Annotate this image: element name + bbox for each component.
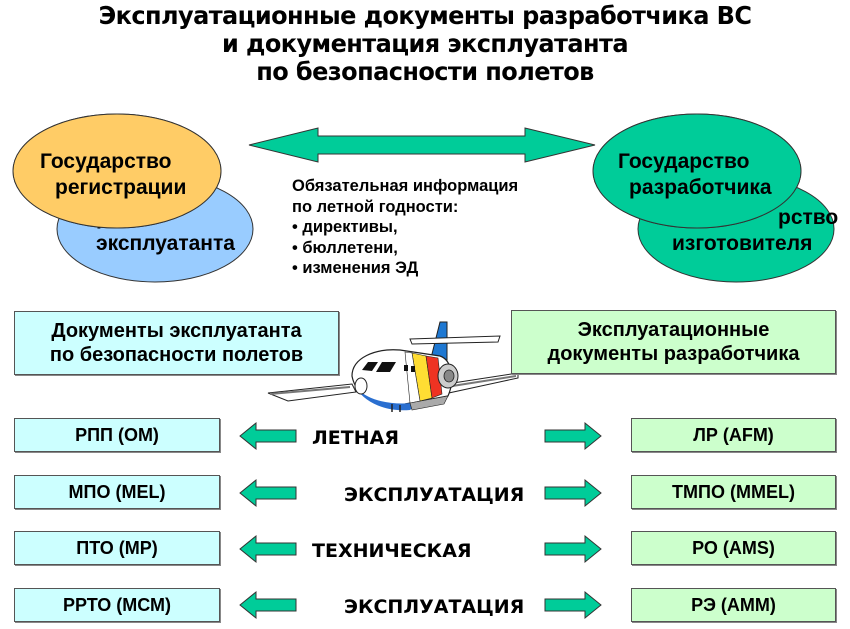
- operator-docs-line2: по безопасности полетов: [49, 344, 304, 366]
- airplane-icon: [267, 321, 519, 412]
- arrow-left-icon: [239, 421, 297, 451]
- operator-doc-mcm: РРТО (МСМ): [14, 588, 220, 622]
- arrow-right-icon: [544, 590, 602, 620]
- page-title: Эксплуатационные документы разработчика …: [17, 2, 833, 86]
- operator-docs-line1: Документы эксплуатанта: [51, 320, 302, 342]
- manufacturer-state-line1: рство: [778, 206, 839, 229]
- arrow-left-icon: [239, 478, 297, 508]
- category-operation-1: ЭКСПЛУАТАЦИЯ: [344, 484, 525, 506]
- designer-doc-mmel: ТМПО (MMEL): [631, 475, 836, 509]
- arrow-right-icon: [544, 478, 602, 508]
- info-item: • бюллетени,: [292, 238, 398, 257]
- title-line-1: Эксплуатационные документы разработчика …: [98, 1, 752, 30]
- operator-doc-mel: МПО (MEL): [14, 475, 220, 509]
- designer-doc-amm: РЭ (АММ): [631, 588, 836, 622]
- arrow-right-icon: [544, 534, 602, 564]
- operator-state-line2: эксплуатанта: [96, 232, 235, 255]
- info-heading-2: по летной годности:: [292, 197, 459, 216]
- registration-state-line1: Государство: [40, 150, 172, 173]
- designer-doc-ams: РО (AMS): [631, 531, 836, 565]
- title-line-2: и документация эксплуатанта: [222, 29, 628, 58]
- designer-state-line1: Государство: [618, 150, 750, 173]
- title-line-3: по безопасности полетов: [256, 57, 594, 86]
- designer-docs-line2: документы разработчика: [547, 343, 800, 365]
- info-item: • директивы,: [292, 218, 398, 236]
- arrow-right-icon: [544, 421, 602, 451]
- double-arrow-icon: [248, 127, 596, 163]
- designer-docs-line1: Эксплуатационные: [577, 319, 770, 341]
- airworthiness-info: Обязательная информация по летной годнос…: [292, 176, 518, 279]
- operator-state-line1: рство: [96, 206, 157, 229]
- registration-state-line2: регистрации: [55, 176, 187, 199]
- right-arrows: [544, 421, 602, 620]
- operator-doc-ом: РПП (ОМ): [14, 418, 220, 452]
- category-technical: ТЕХНИЧЕСКАЯ: [312, 540, 472, 562]
- category-operation-2: ЭКСПЛУАТАЦИЯ: [344, 596, 525, 618]
- designer-state-line2: разработчика: [629, 176, 772, 199]
- operator-doc-mp: ПТО (МР): [14, 531, 220, 565]
- designer-docs-header: Эксплуатационные документы разработчика: [511, 310, 836, 374]
- category-flight: ЛЕТНАЯ: [312, 427, 399, 449]
- arrow-left-icon: [239, 534, 297, 564]
- manufacturer-state-line2: изготовителя: [672, 232, 813, 255]
- info-item: • изменения ЭД: [292, 259, 419, 277]
- arrow-left-icon: [239, 590, 297, 620]
- designer-doc-afm: ЛР (AFM): [631, 418, 836, 452]
- operator-docs-header: Документы эксплуатанта по безопасности п…: [14, 311, 339, 375]
- left-arrows: [239, 421, 297, 620]
- info-heading-1: Обязательная информация: [292, 177, 519, 195]
